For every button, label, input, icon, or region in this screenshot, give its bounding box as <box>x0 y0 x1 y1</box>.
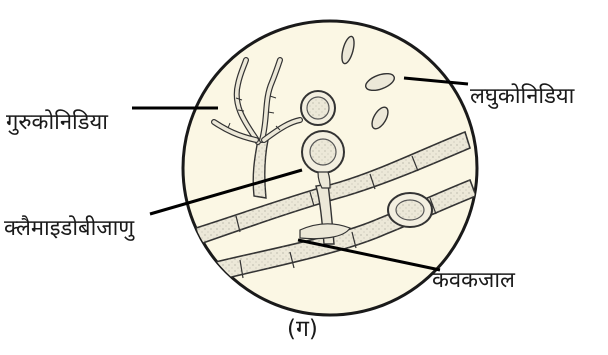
label-chlamydospore: क्लैमाइडोबीजाणु <box>4 218 134 240</box>
figure-caption: (ग) <box>287 318 318 341</box>
label-macroconidia: गुरुकोनिडिया <box>6 112 108 134</box>
intercalary-chlamydospore <box>388 193 432 227</box>
label-microconidia: लघुकोनिडिया <box>470 86 574 108</box>
label-mycelium: कवकजाल <box>432 270 515 292</box>
